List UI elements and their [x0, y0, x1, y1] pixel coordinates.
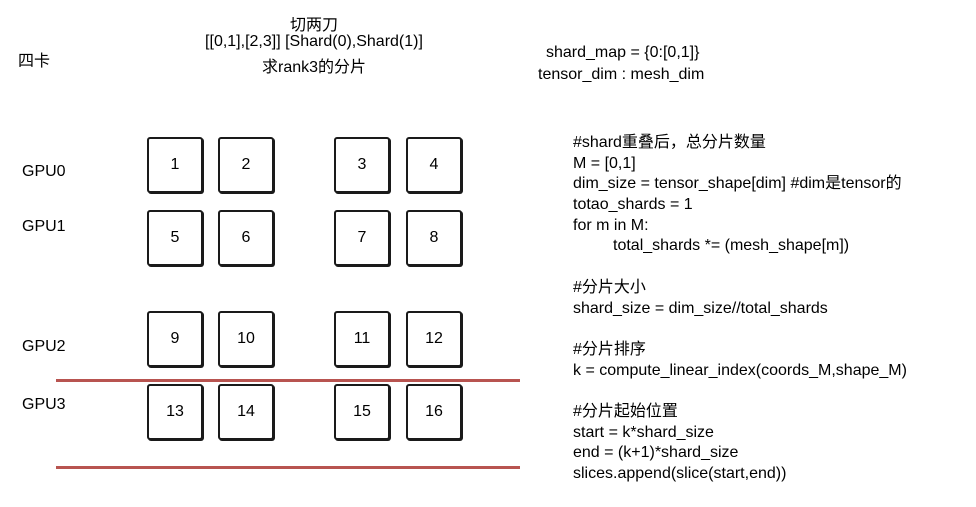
code-line: #分片排序	[573, 340, 646, 358]
code-line: totao_shards = 1	[573, 196, 693, 214]
shard-block-12: 12	[406, 311, 462, 367]
shard-block-8: 8	[406, 210, 462, 266]
shard-block-3: 3	[334, 137, 390, 193]
shard-block-6: 6	[218, 210, 274, 266]
code-line: #shard重叠后，总分片数量	[573, 134, 766, 151]
shard-block-7: 7	[334, 210, 390, 266]
shard-block-13: 13	[147, 384, 203, 440]
rank3-bottom-line	[56, 466, 520, 469]
code-line: dim_size = tensor_shape[dim] #dim是tensor…	[573, 175, 902, 193]
diagram-title-line1: 切两刀	[289, 17, 338, 34]
code-line: M = [0,1]	[573, 154, 636, 172]
code-line	[573, 257, 907, 278]
shard-block-2: 2	[218, 137, 274, 193]
diagram-title-line3: 求rank3的分片	[261, 59, 367, 76]
code-line: end = (k+1)*shard_size	[573, 444, 739, 462]
shard-block-14: 14	[218, 384, 274, 440]
shard-block-9: 9	[147, 311, 203, 367]
code-line: start = k*shard_size	[573, 423, 714, 441]
code-block: #shard重叠后，总分片数量 M = [0,1] dim_size = ten…	[573, 133, 907, 485]
diagram-title-line2: [[0,1],[2,3]] [Shard(0),Shard(1)]	[205, 33, 423, 50]
code-line	[573, 381, 907, 402]
shard-block-11: 11	[334, 311, 390, 367]
code-line: for m in M:	[573, 216, 649, 234]
shard-block-15: 15	[334, 384, 390, 440]
shard-block-5: 5	[147, 210, 203, 266]
shard-block-4: 4	[406, 137, 462, 193]
rank3-top-line	[56, 379, 520, 382]
shard-block-16: 16	[406, 384, 462, 440]
shard-block-1: 1	[147, 137, 203, 193]
gpu-label-1: GPU1	[22, 218, 66, 235]
code-line: shard_size = dim_size//total_shards	[573, 299, 828, 317]
tensor-dim-text: tensor_dim : mesh_dim	[538, 66, 705, 83]
gpu-label-2: GPU2	[22, 338, 66, 355]
shard-map-text: shard_map = {0:[0,1]}	[546, 44, 700, 61]
gpu-label-3: GPU3	[22, 396, 66, 413]
code-line: slices.append(slice(start,end))	[573, 465, 787, 482]
code-line: total_shards *= (mesh_shape[m])	[613, 237, 850, 255]
code-line: #分片起始位置	[573, 402, 678, 420]
gpu-label-0: GPU0	[22, 163, 66, 180]
code-line	[573, 319, 907, 340]
code-line: k = compute_linear_index(coords_M,shape_…	[573, 361, 907, 379]
code-line: #分片大小	[573, 278, 646, 296]
four-cards-label: 四卡	[18, 53, 51, 70]
shard-block-10: 10	[218, 311, 274, 367]
